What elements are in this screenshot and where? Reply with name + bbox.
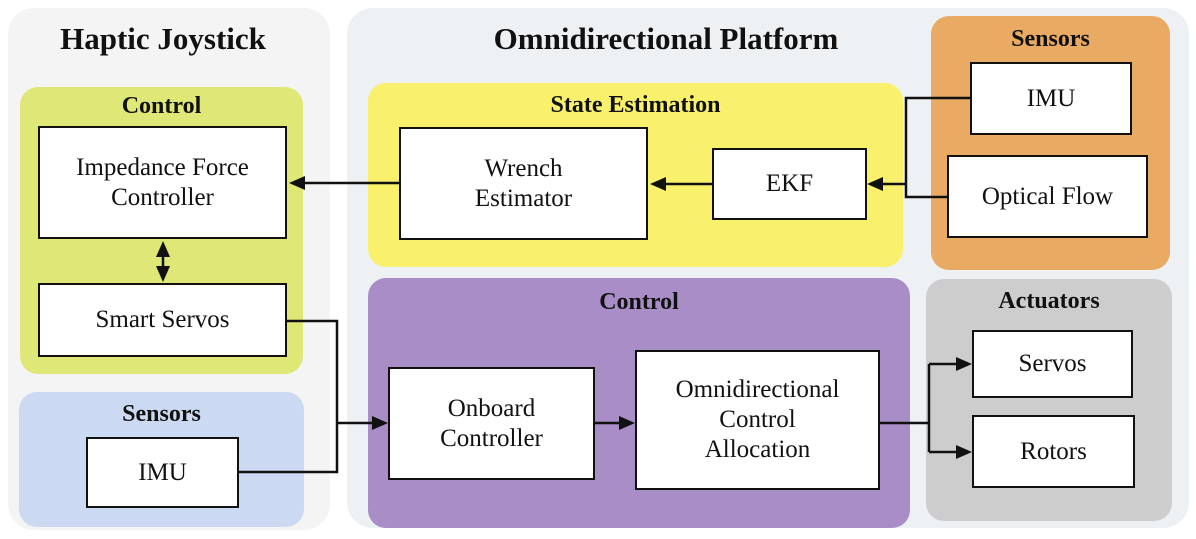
box-joystick-imu: IMU bbox=[86, 437, 239, 508]
group-joystick-control-label: Control bbox=[121, 93, 202, 119]
group-platform-sensors-label: Sensors bbox=[1011, 26, 1090, 52]
box-optical-flow: Optical Flow bbox=[947, 155, 1148, 238]
omnidirectional-platform-title: Omnidirectional Platform bbox=[493, 21, 839, 56]
group-actuators-label: Actuators bbox=[998, 288, 1100, 314]
box-onboard-controller: Onboard Controller bbox=[388, 367, 595, 480]
box-omnidirectional-control-allocation: Omnidirectional Control Allocation bbox=[635, 350, 880, 490]
box-wrench-estimator: Wrench Estimator bbox=[399, 127, 648, 240]
box-smart-servos: Smart Servos bbox=[38, 283, 287, 357]
group-joystick-sensors-label: Sensors bbox=[122, 401, 201, 427]
group-state-estimation-label: State Estimation bbox=[550, 92, 721, 118]
box-rotors: Rotors bbox=[972, 415, 1135, 488]
box-servos: Servos bbox=[972, 330, 1133, 398]
haptic-joystick-title: Haptic Joystick bbox=[60, 21, 266, 56]
box-impedance-force-controller: Impedance Force Controller bbox=[38, 126, 287, 239]
box-platform-imu: IMU bbox=[970, 62, 1132, 135]
box-ekf: EKF bbox=[712, 148, 867, 220]
group-platform-control-label: Control bbox=[599, 289, 679, 315]
